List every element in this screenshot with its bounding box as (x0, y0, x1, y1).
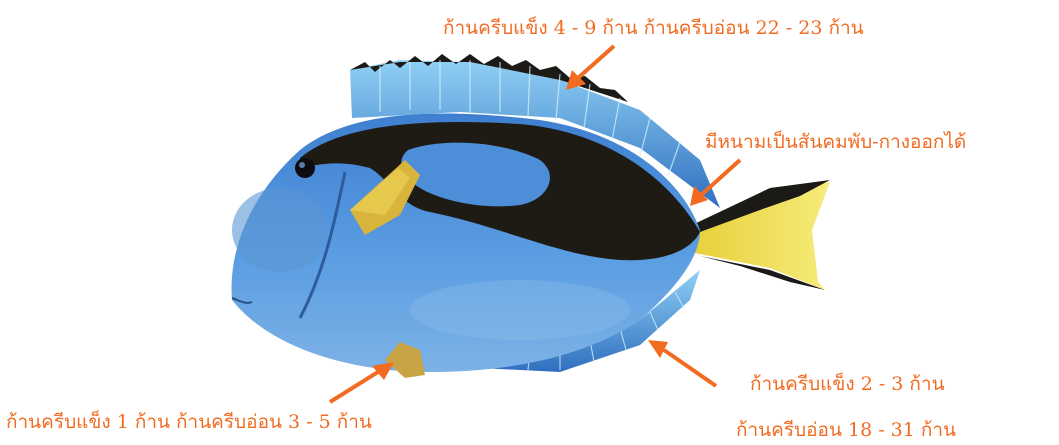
caudal-spine-label: มีหนามเป็นสันคมพับ-กางออกได้ (705, 130, 966, 154)
pelvic-fin-label: ก้านครีบแข็ง 1 ก้าน ก้านครีบอ่อน 3 - 5 ก… (6, 410, 372, 434)
anal-arrow (648, 340, 716, 386)
anal-fin-spines-label: ก้านครีบแข็ง 2 - 3 ก้าน (750, 372, 945, 396)
anal-fin-rays-label: ก้านครีบอ่อน 18 - 31 ก้าน (736, 418, 956, 442)
pelvic-arrow (330, 362, 394, 402)
dorsal-fin-label: ก้านครีบแข็ง 4 - 9 ก้าน ก้านครีบอ่อน 22 … (443, 16, 864, 40)
fish-eye (295, 158, 315, 178)
